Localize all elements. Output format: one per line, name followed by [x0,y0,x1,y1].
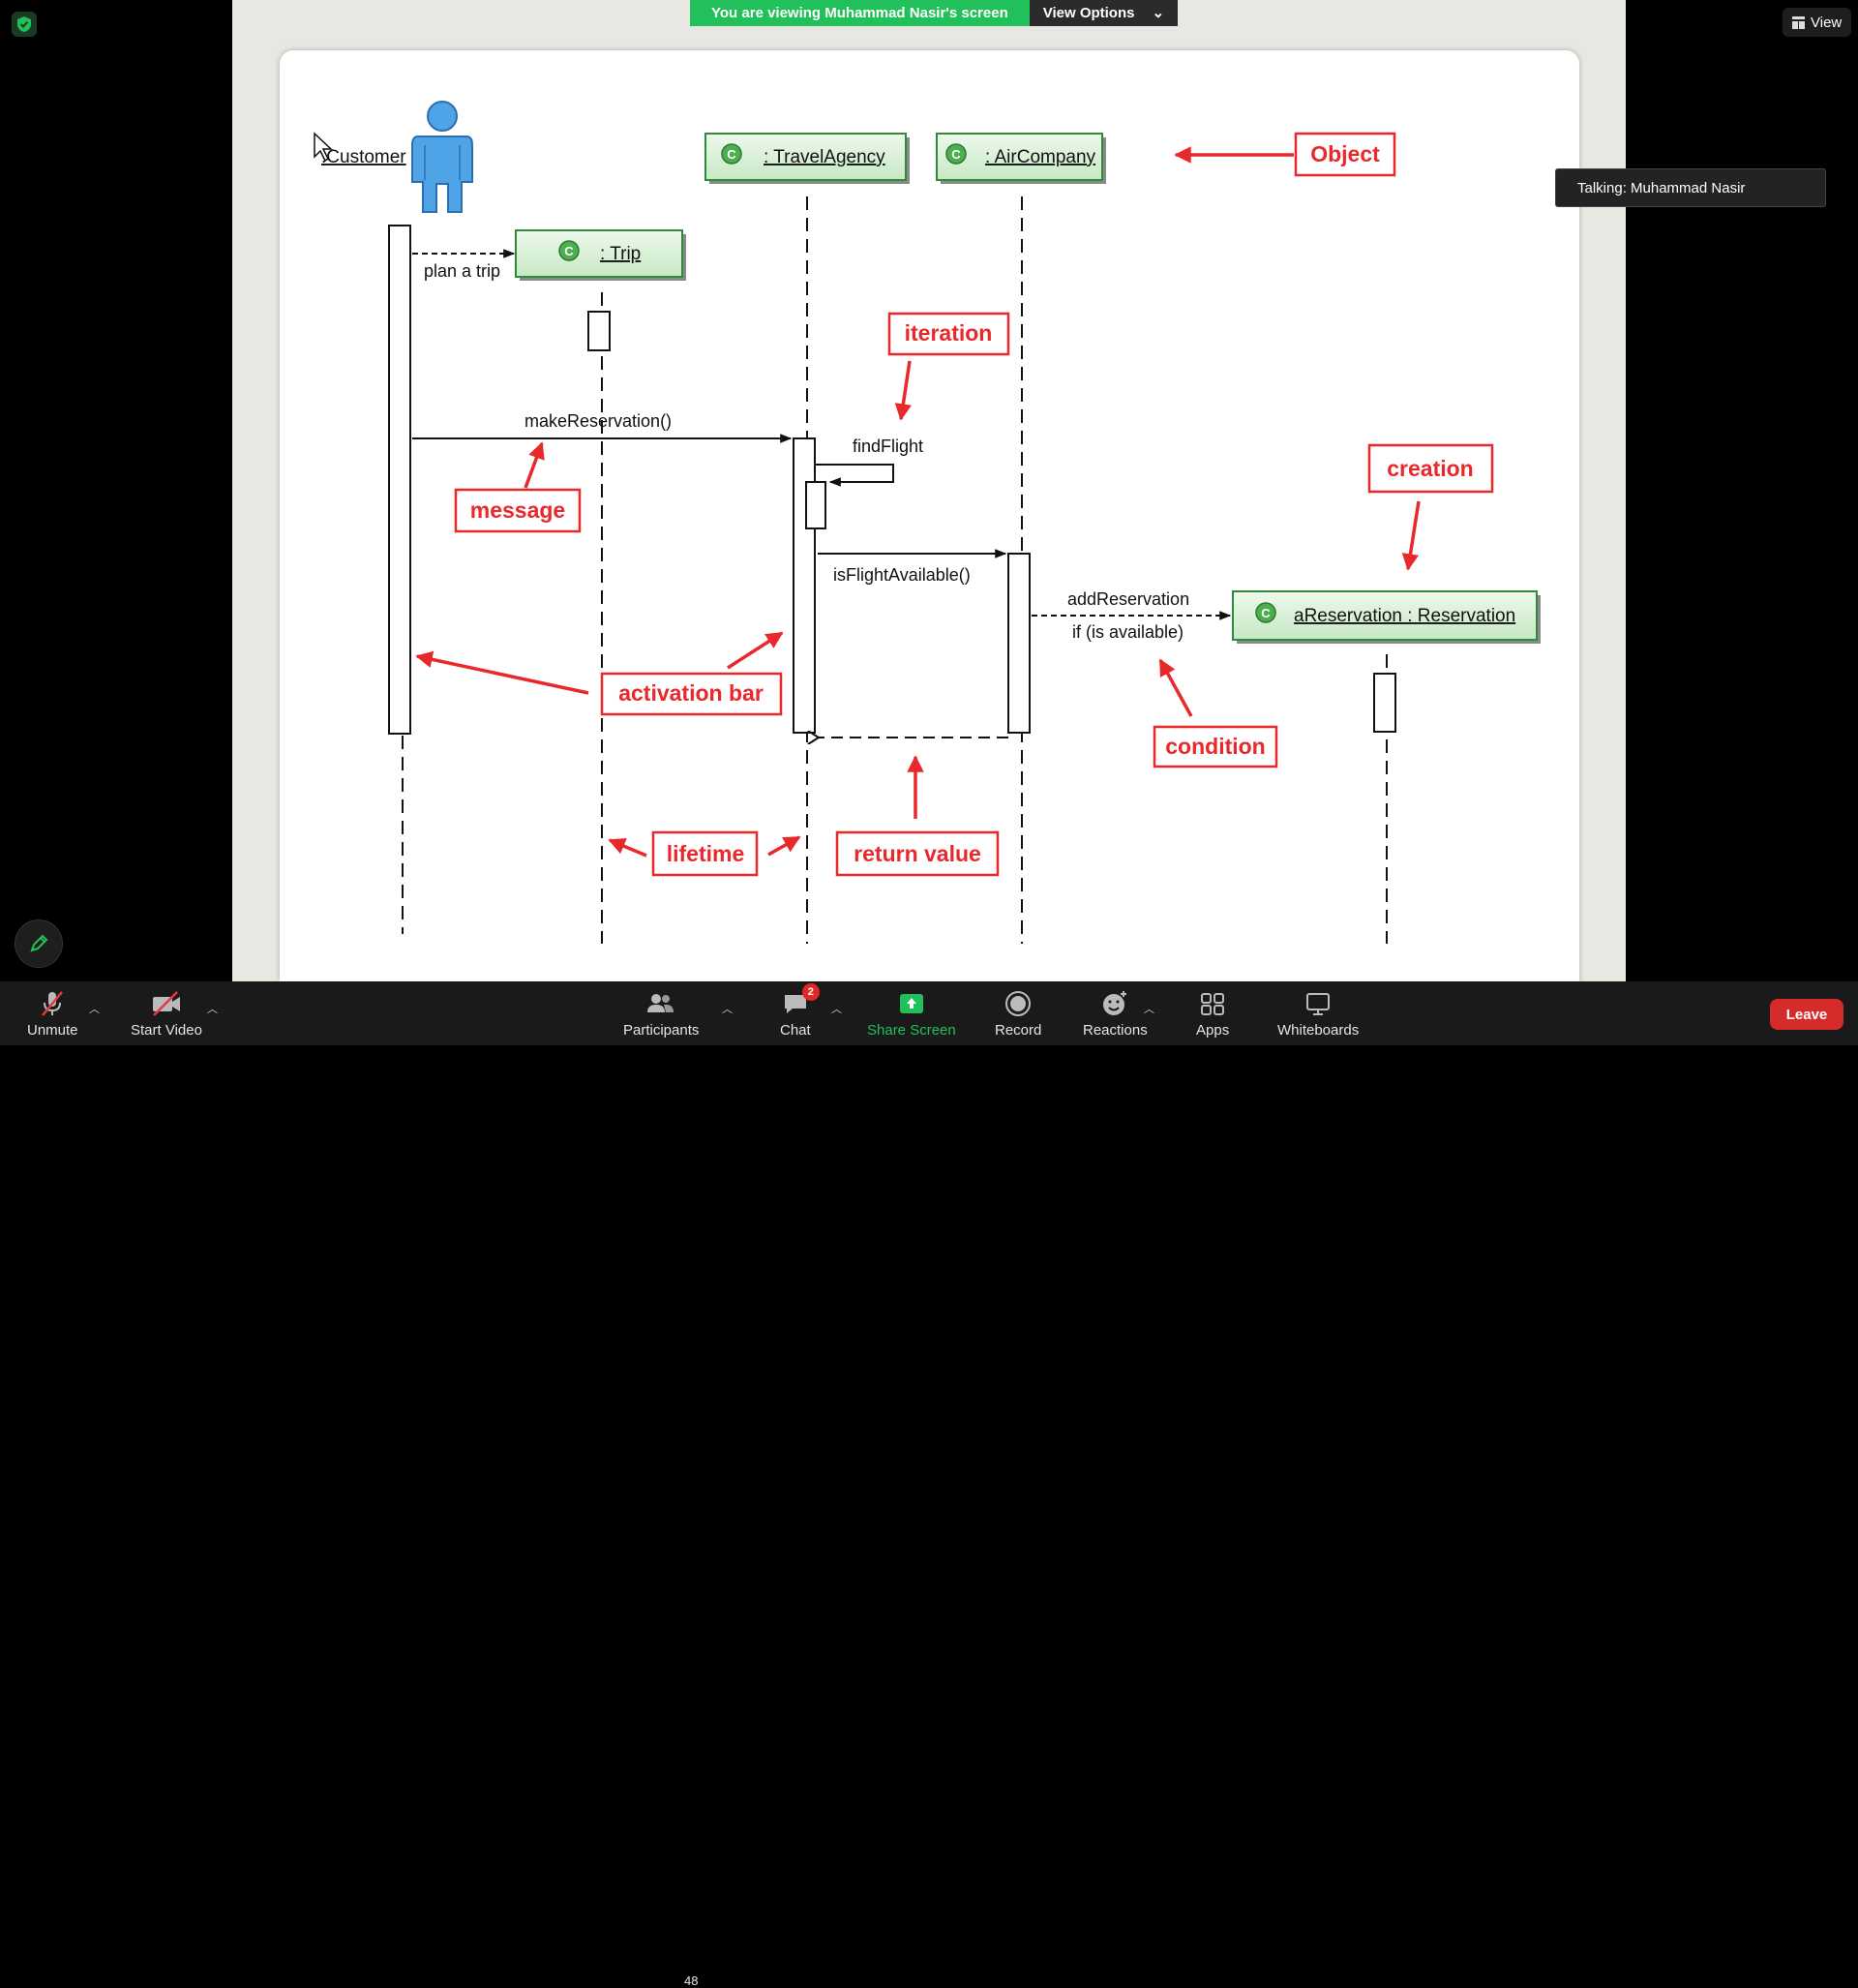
talking-indicator: Talking: Muhammad Nasir [1555,168,1826,207]
annotation-return-value: return value [835,830,1000,877]
pencil-icon [30,934,48,952]
class-icon: C [951,147,961,162]
apps-label: Apps [1196,1022,1230,1039]
object-trip: C : Trip [515,229,686,281]
unmute-label: Unmute [27,1022,78,1039]
meeting-stage: :Customer C : TravelAgency C : AirCompan… [0,0,1858,981]
participants-options-chevron-icon[interactable]: ︿ [722,1004,733,1015]
annotation-object: Object [1294,132,1396,177]
whiteboard-icon [1304,989,1333,1018]
class-icon: C [727,147,736,162]
object-aircompany-label: : AirCompany [985,147,1096,167]
annotation-iteration-label: iteration [905,320,993,346]
annotation-arrows [415,146,1421,858]
share-screen-label: Share Screen [867,1022,956,1039]
mouse-cursor [314,132,333,163]
grid-icon [1792,15,1805,29]
message-plan-trip-label: plan a trip [424,261,500,281]
reactions-options-chevron-icon[interactable]: ︿ [1144,1004,1154,1015]
message-is-flight-available-label: isFlightAvailable() [833,565,971,585]
annotation-lifetime-label: lifetime [667,841,745,866]
whiteboards-label: Whiteboards [1277,1022,1360,1039]
view-label: View [1811,14,1843,31]
object-trip-label: : Trip [600,244,641,264]
chevron-down-icon: ⌄ [1152,5,1165,21]
participants-label: Participants [623,1022,700,1039]
view-button[interactable]: View [1783,8,1852,37]
shield-icon[interactable] [12,12,37,37]
annotation-condition-label: condition [1165,734,1265,759]
object-travelagency: C : TravelAgency [704,133,910,184]
annotation-creation: creation [1367,443,1494,494]
annotation-message: message [454,488,582,533]
chat-button[interactable]: 2 Chat [780,983,820,1039]
activation-bar-reservation [1373,673,1396,733]
unmute-button[interactable]: Unmute [27,989,78,1039]
participants-icon [644,989,677,1018]
annotation-message-label: message [470,497,565,523]
object-reservation-label: aReservation : Reservation [1294,606,1515,626]
message-condition-label: if (is available) [1072,622,1184,642]
video-off-icon [150,989,183,1018]
actor-customer-label: :Customer [321,147,406,167]
audio-options-chevron-icon[interactable]: ︿ [89,1004,100,1015]
view-options-label: View Options [1042,5,1135,21]
chat-label: Chat [780,1022,811,1039]
whiteboards-button[interactable]: Whiteboards [1277,989,1359,1039]
activation-bar-aircompany [1007,553,1031,734]
microphone-muted-icon [38,989,67,1018]
reactions-button[interactable]: Reactions [1083,989,1148,1039]
object-reservation: C aReservation : Reservation [1232,590,1541,644]
class-icon: C [564,244,574,258]
message-find-flight-label: findFlight [853,437,923,456]
meeting-toolbar: Unmute ︿ Start Video ︿ Participants 48 ︿… [0,981,1858,1988]
participants-button[interactable]: Participants [623,989,699,1039]
viewing-screen-message: You are viewing Muhammad Nasir's screen [690,0,1030,26]
message-add-reservation-label: addReservation [1067,589,1189,609]
annotation-creation-label: creation [1387,456,1473,481]
message-find-flight-arrow [816,464,894,487]
annotation-lifetime: lifetime [651,830,759,877]
activation-bar-trip [587,311,611,351]
screen-share-banner: You are viewing Muhammad Nasir's screen … [690,0,1179,26]
leave-button[interactable]: Leave [1770,999,1843,1030]
annotation-return-value-label: return value [854,841,981,866]
annotation-condition: condition [1153,725,1278,768]
chat-icon: 2 [781,983,820,1018]
participants-count: 48 [684,1973,699,1988]
annotation-activation-bar-label: activation bar [618,680,764,706]
activation-bar-findflight [805,481,826,529]
sequence-diagram: :Customer C : TravelAgency C : AirCompan… [314,101,1541,944]
reactions-label: Reactions [1083,1022,1148,1039]
annotation-object-label: Object [1310,141,1380,166]
view-options-button[interactable]: View Options ⌄ [1029,0,1179,26]
share-screen-button[interactable]: Share Screen [867,989,956,1039]
record-button[interactable]: Record [995,989,1041,1039]
object-travelagency-label: : TravelAgency [764,147,885,167]
actor-figure [411,101,473,213]
chat-options-chevron-icon[interactable]: ︿ [831,1004,842,1015]
record-icon [1004,989,1033,1018]
activation-bar-customer [388,225,411,735]
class-icon: C [1261,606,1271,620]
annotation-iteration: iteration [887,312,1010,356]
annotate-pencil-button[interactable] [15,919,63,968]
start-video-label: Start Video [131,1022,202,1039]
annotation-activation-bar: activation bar [600,672,783,716]
start-video-button[interactable]: Start Video [131,989,202,1039]
video-options-chevron-icon[interactable]: ︿ [207,1004,218,1015]
message-make-reservation-label: makeReservation() [524,411,672,431]
apps-button[interactable]: Apps [1196,989,1229,1039]
apps-icon [1198,989,1227,1018]
object-aircompany: C : AirCompany [936,133,1106,184]
record-label: Record [995,1022,1042,1039]
chat-unread-badge: 2 [801,983,820,1001]
share-screen-icon [897,989,926,1018]
reactions-icon [1100,989,1129,1018]
